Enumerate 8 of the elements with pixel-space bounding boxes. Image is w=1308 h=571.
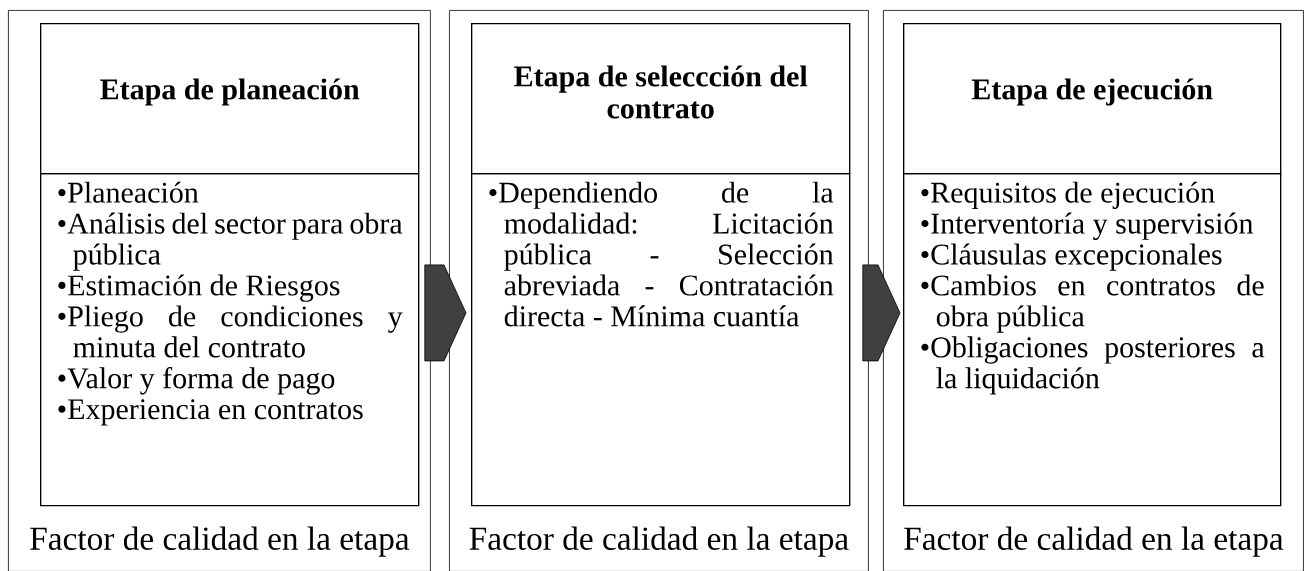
list-box: •Requisitos de ejecución •Interventoría y supervisión •Cláusulas excepcionales •Cambios en contratos de obra pública •Obligaciones posteriores a la liquidación (903, 173, 1282, 507)
chevron-arrow (862, 264, 901, 362)
chevron-arrow (424, 264, 467, 362)
heading-box: Etapa de seleccción del contrato (471, 23, 851, 175)
heading-box: Etapa de ejecución (903, 23, 1282, 175)
list-box: •Planeación •Análisis del sector para obra pública •Estimación de Riesgos •Pliego de condiciones y minuta del contrato •Valor y forma de pago •Experiencia en contratos (40, 173, 420, 507)
heading-box: Etapa de planeación (40, 23, 420, 175)
list-box: •Dependiendo de la modalidad: Licitación pública - Selección abreviada - Contratación directa - Mínima cuantía (471, 173, 851, 507)
